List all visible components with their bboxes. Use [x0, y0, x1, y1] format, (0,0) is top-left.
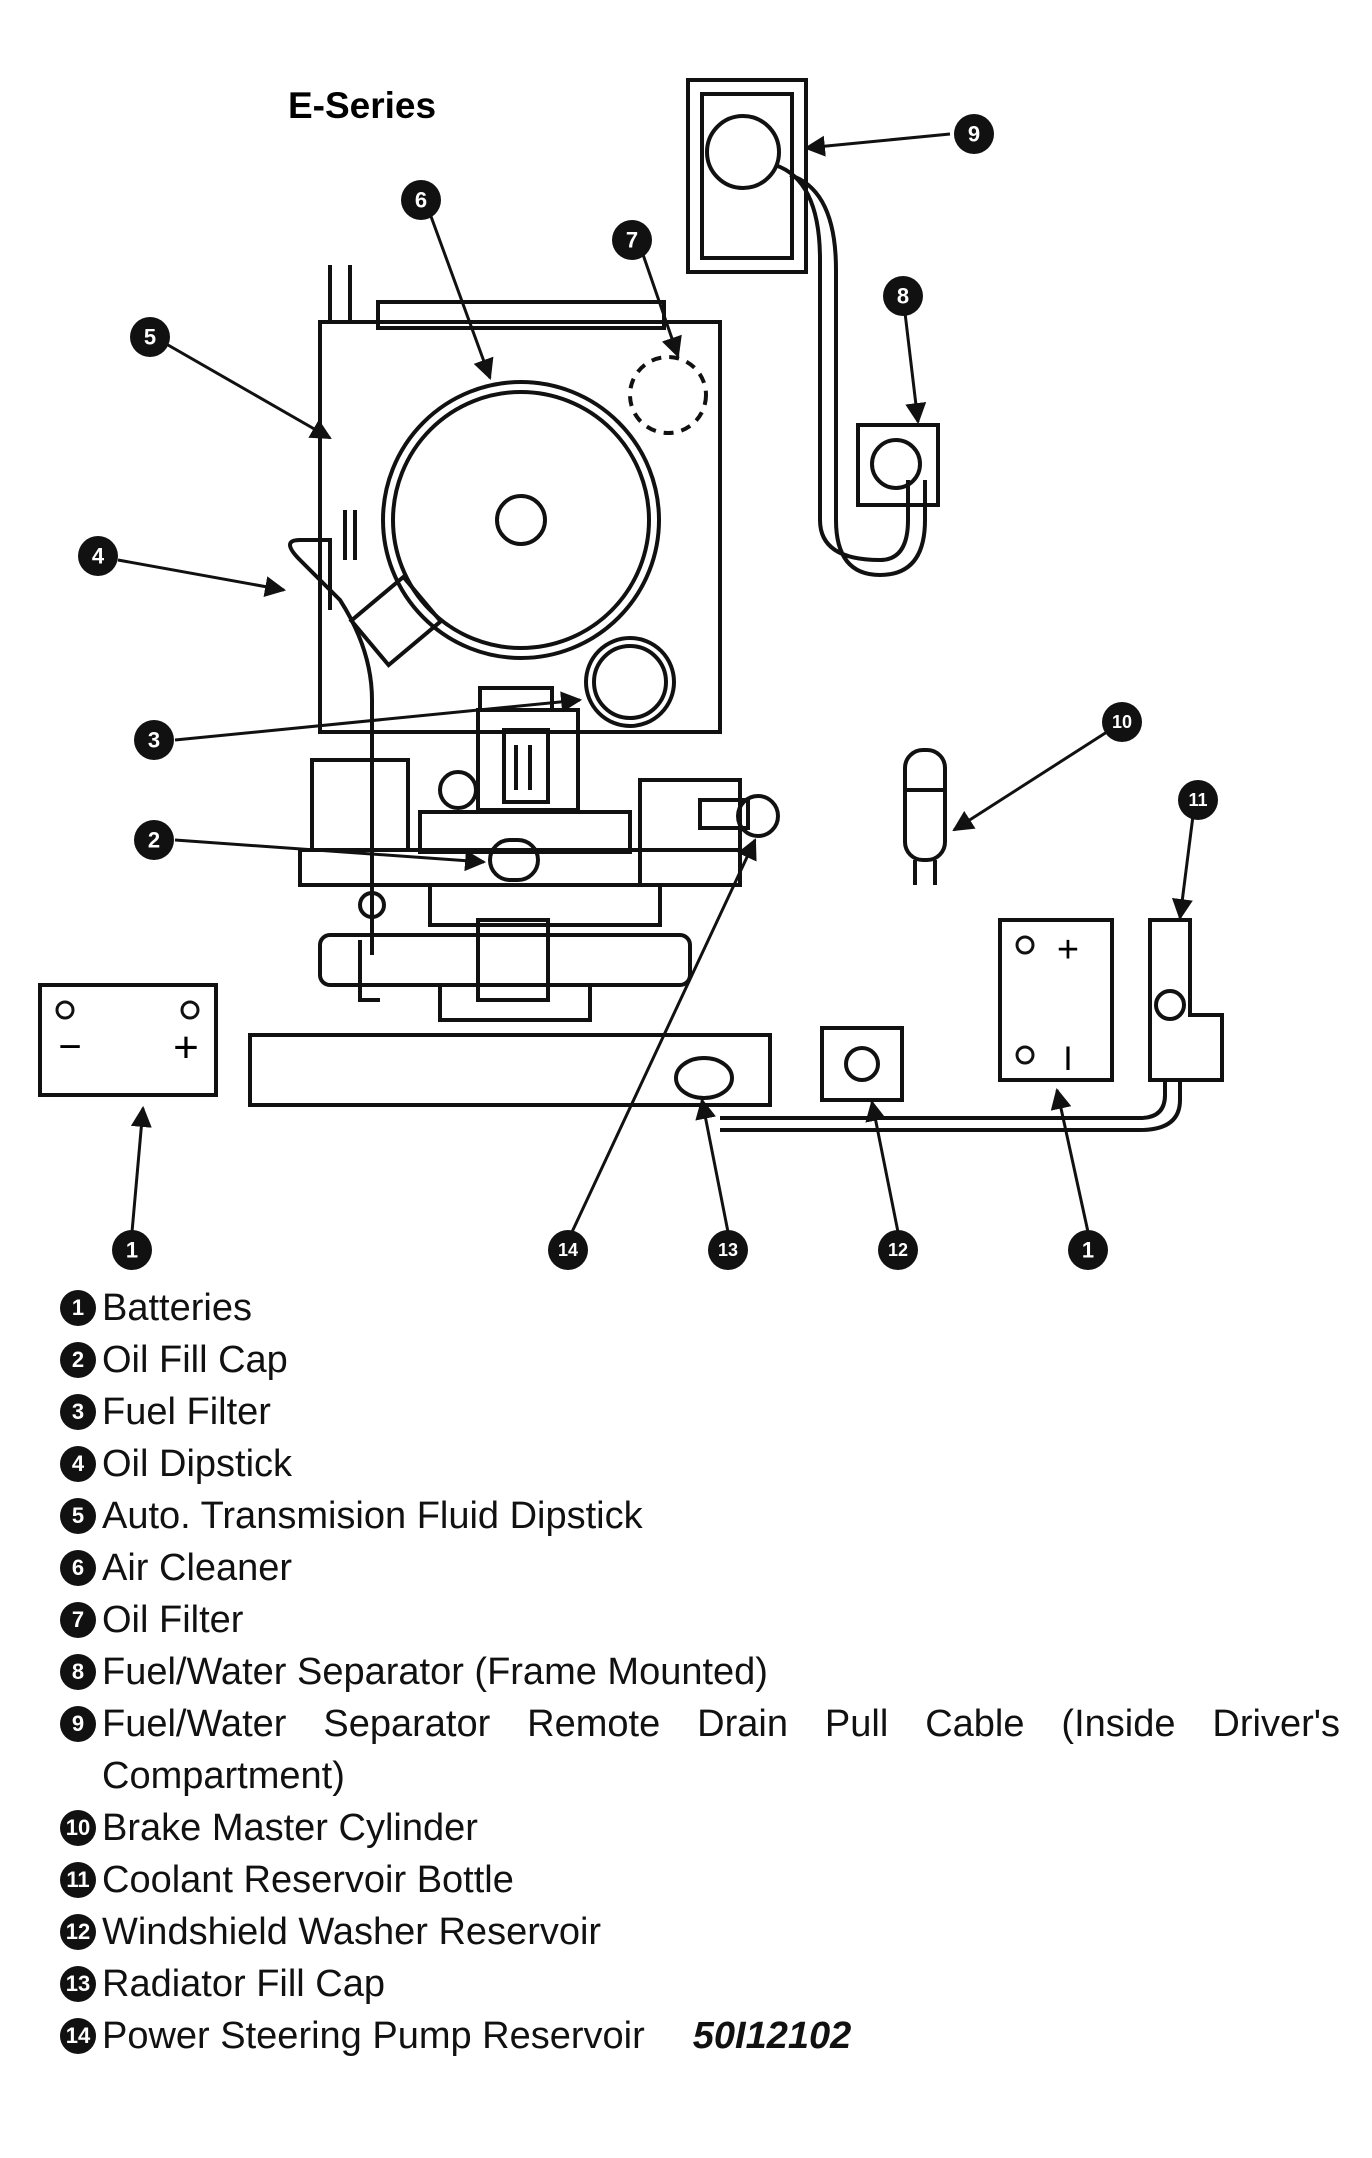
battery-plus-label: + — [173, 1023, 199, 1072]
legend-item: 5 Auto. Transmision Fluid Dipstick — [60, 1490, 1340, 1542]
legend-number-badge: 8 — [60, 1654, 96, 1690]
legend-number-badge: 6 — [60, 1550, 96, 1586]
legend-number-badge: 3 — [60, 1394, 96, 1430]
legend-label: Coolant Reservoir Bottle — [102, 1859, 514, 1901]
callout-4: 4 — [78, 536, 118, 576]
diagram-title: E-Series — [288, 85, 436, 126]
legend-item: 11 Coolant Reservoir Bottle — [60, 1854, 1340, 1906]
battery-right: + I — [998, 918, 1114, 1082]
legend-item: 1 Batteries — [60, 1282, 1340, 1334]
svg-text:8: 8 — [897, 284, 909, 309]
legend-item: 12 Windshield Washer Reservoir — [60, 1906, 1340, 1958]
legend-number-badge: 14 — [60, 2018, 96, 2054]
callout-badges: 1 1 2 3 4 5 6 7 8 9 10 11 12 13 14 — [78, 114, 1218, 1270]
svg-text:4: 4 — [92, 544, 105, 569]
callout-2: 2 — [134, 820, 174, 860]
legend-label: Batteries — [102, 1287, 252, 1329]
svg-text:6: 6 — [415, 188, 427, 213]
legend-number-badge: 2 — [60, 1342, 96, 1378]
svg-text:12: 12 — [888, 1240, 908, 1260]
svg-text:3: 3 — [148, 728, 160, 753]
legend-number-badge: 12 — [60, 1914, 96, 1950]
svg-text:1: 1 — [126, 1238, 138, 1263]
fuel-filter — [584, 636, 676, 728]
air-cleaner — [381, 380, 661, 660]
callout-13: 13 — [708, 1230, 748, 1270]
legend-label: Fuel Filter — [102, 1391, 271, 1433]
legend-item: 13 Radiator Fill Cap — [60, 1958, 1340, 2010]
callout-6: 6 — [401, 180, 441, 220]
legend-label: Oil Dipstick — [102, 1443, 293, 1485]
legend-item: 9 Fuel/Water Separator Remote Drain Pull… — [60, 1698, 1340, 1802]
callout-5: 5 — [130, 317, 170, 357]
legend-number-badge: 7 — [60, 1602, 96, 1638]
svg-text:10: 10 — [1112, 712, 1132, 732]
battery-minus-label: I — [1063, 1040, 1072, 1078]
callout-14: 14 — [548, 1230, 588, 1270]
oil-dipstick-tube — [288, 538, 374, 955]
engine-assembly — [248, 265, 780, 1107]
engine-compartment-diagram: E-Series — [38, 78, 1224, 1270]
legend-number-badge: 1 — [60, 1290, 96, 1326]
fuel-water-separator-cable — [686, 78, 940, 578]
legend-label: Oil Filter — [102, 1599, 244, 1641]
legend-item: 3 Fuel Filter — [60, 1386, 1340, 1438]
callout-11: 11 — [1178, 780, 1218, 820]
radiator-fill-cap — [674, 1056, 734, 1100]
legend-label: Auto. Transmision Fluid Dipstick — [102, 1495, 643, 1537]
legend-label: Fuel/Water Separator (Frame Mounted) — [102, 1651, 768, 1693]
legend-number-badge: 9 — [60, 1706, 96, 1742]
svg-text:11: 11 — [1188, 790, 1207, 810]
callout-1-right: 1 — [1068, 1230, 1108, 1270]
legend-label: Air Cleaner — [102, 1547, 293, 1589]
callout-1-left: 1 — [112, 1230, 152, 1270]
legend: 1 Batteries 2 Oil Fill Cap 3 Fuel Filter… — [60, 1282, 1340, 2062]
legend-label-text: Power Steering Pump Reservoir — [102, 2015, 645, 2057]
callout-9: 9 — [954, 114, 994, 154]
callout-7: 7 — [612, 220, 652, 260]
callout-12: 12 — [878, 1230, 918, 1270]
legend-item: 6 Air Cleaner — [60, 1542, 1340, 1594]
battery-plus-label: + — [1057, 929, 1079, 971]
oil-fill-cap — [488, 838, 540, 882]
svg-text:9: 9 — [968, 122, 980, 147]
svg-text:13: 13 — [718, 1240, 738, 1260]
coolant-reservoir — [720, 918, 1224, 1132]
callout-10: 10 — [1102, 702, 1142, 742]
legend-label: Power Steering Pump Reservoir 50I12102 — [102, 2010, 1340, 2062]
legend-number-badge: 10 — [60, 1810, 96, 1846]
svg-text:7: 7 — [626, 228, 638, 253]
svg-text:5: 5 — [144, 325, 156, 350]
legend-label: Radiator Fill Cap — [102, 1963, 385, 2005]
legend-item: 4 Oil Dipstick — [60, 1438, 1340, 1490]
oil-filter — [628, 355, 708, 435]
legend-label: Oil Fill Cap — [102, 1339, 288, 1381]
legend-label: Windshield Washer Reservoir — [102, 1911, 602, 1953]
legend-number-badge: 13 — [60, 1966, 96, 2002]
battery-left: − + — [38, 983, 218, 1097]
legend-item: 8 Fuel/Water Separator (Frame Mounted) — [60, 1646, 1340, 1698]
legend-item: 2 Oil Fill Cap — [60, 1334, 1340, 1386]
legend-item: 14 Power Steering Pump Reservoir 50I12102 — [60, 2010, 1340, 2062]
battery-minus-label: − — [58, 1025, 81, 1069]
callout-arrows — [117, 132, 1197, 1233]
legend-item: 7 Oil Filter — [60, 1594, 1340, 1646]
figure-code: 50I12102 — [692, 2015, 852, 2057]
washer-reservoir — [820, 1026, 904, 1102]
legend-number-badge: 11 — [60, 1862, 96, 1898]
svg-text:14: 14 — [558, 1240, 578, 1260]
legend-label: Fuel/Water Separator Remote Drain Pull C… — [102, 1703, 1340, 1797]
callout-8: 8 — [883, 276, 923, 316]
legend-label: Brake Master Cylinder — [102, 1807, 478, 1849]
callout-3: 3 — [134, 720, 174, 760]
legend-number-badge: 4 — [60, 1446, 96, 1482]
svg-text:2: 2 — [148, 828, 160, 853]
brake-master-cylinder — [903, 748, 947, 885]
legend-item: 10 Brake Master Cylinder — [60, 1802, 1340, 1854]
legend-number-badge: 5 — [60, 1498, 96, 1534]
svg-text:1: 1 — [1082, 1238, 1094, 1263]
